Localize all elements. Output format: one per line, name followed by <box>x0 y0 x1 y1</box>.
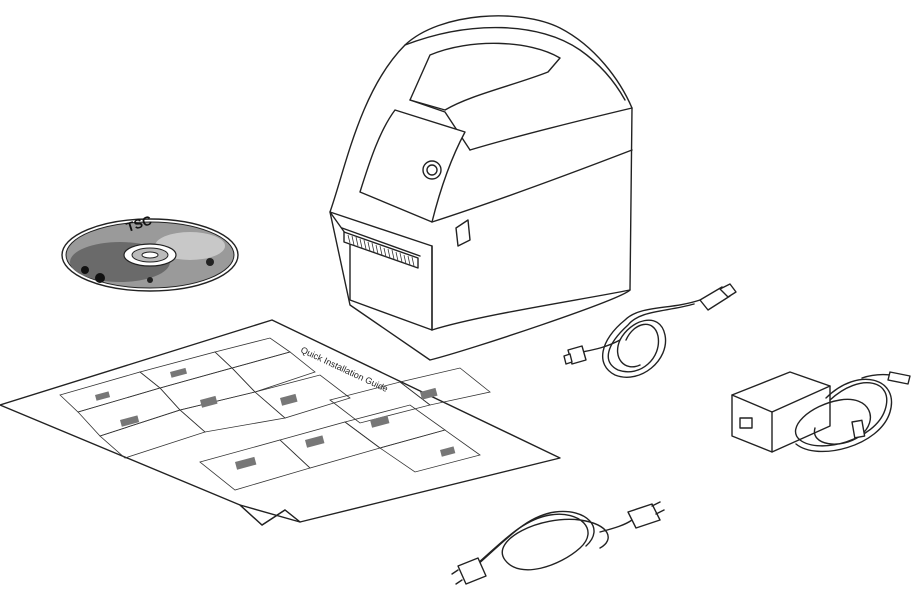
cover-latch-icon[interactable] <box>455 219 471 247</box>
usb-cable <box>563 283 737 378</box>
power-cord <box>451 501 665 585</box>
dc-inlet-icon <box>739 417 753 429</box>
label-printer <box>329 15 633 361</box>
power-button-icon[interactable] <box>422 160 442 180</box>
dc-plug-icon <box>887 371 911 385</box>
driver-cd: TSC <box>61 212 239 292</box>
quick-installation-guide: Quick Installation Guide <box>0 319 561 526</box>
ac-plug-icon <box>457 557 487 585</box>
power-adapter <box>731 371 911 453</box>
ac-connector-icon <box>627 503 661 529</box>
